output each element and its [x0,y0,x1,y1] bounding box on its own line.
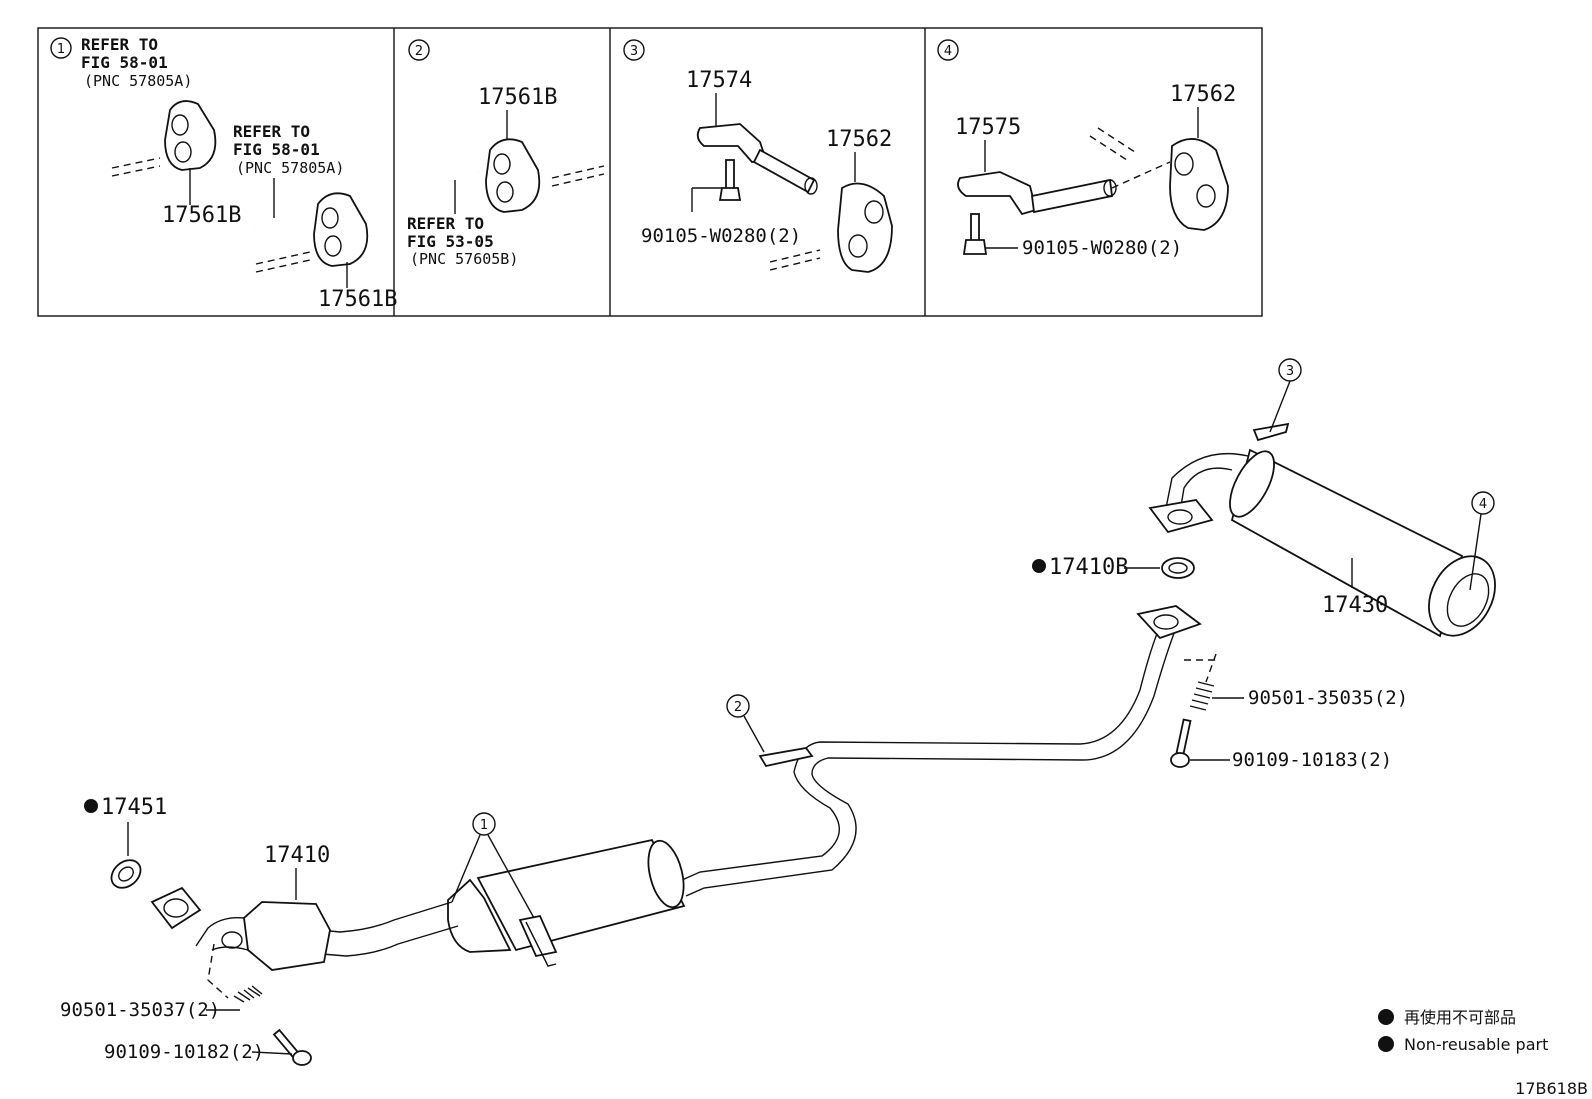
gasket-front-label: 17451 [101,795,167,820]
inset-2-ref-line2: FIG 53-05 [407,232,494,251]
inset-1-number: 1 [57,42,65,57]
inset-1-ref-b-line3: (PNC 57805A) [236,159,344,177]
inset-1-ref-a-line1: REFER TO [81,35,158,54]
legend-en: Non-reusable part [1404,1035,1548,1054]
rubber-hanger-d [837,182,893,273]
inset-2-part: 17561B [478,85,557,110]
inset-1: 1 REFER TO FIG 58-01 (PNC 57805A) 17561B… [50,35,397,312]
bolt-front-label: 90109-10182(2) [104,1041,264,1063]
spring-front [233,985,263,1003]
callout-4: 4 [1479,497,1487,512]
inset-3-number: 3 [630,44,638,59]
muffler-label: 17430 [1322,593,1388,618]
inset-4-bracket: 17575 [955,115,1021,140]
gasket-17451 [110,859,142,889]
rubber-hanger-c [485,138,541,213]
bolt-front [272,1028,312,1066]
rubber-hanger-b [313,192,369,267]
inset-3-hanger: 17562 [826,127,892,152]
gasket-rear-label: 17410B [1049,555,1128,580]
inset-1-ref-b-line2: FIG 58-01 [233,140,320,159]
inset-1-part-b: 17561B [318,287,397,312]
callout-1: 1 [480,818,488,833]
muffler-bracket-17574 [696,123,818,195]
inset-3-bracket: 17574 [686,68,752,93]
muffler-bracket-17575 [957,171,1117,216]
inset-1-ref-b-line1: REFER TO [233,122,310,141]
main-assembly: 3 4 17430 17410B 90501-35035(2) [60,358,1496,1066]
front-pipe-label: 17410 [264,843,330,868]
inset-4-hanger: 17562 [1170,82,1236,107]
center-muffler [447,838,686,967]
tail-pipe-17410 [681,605,1202,897]
inset-4-number: 4 [944,44,952,59]
legend-jp: 再使用不可部品 [1404,1008,1516,1027]
inset-3-bolt: 90105-W0280(2) [641,225,801,247]
front-pipe-17410 [150,886,459,971]
bolt-rear [1170,718,1192,768]
gasket-17410b [1161,557,1195,579]
spring-rear-label: 90501-35035(2) [1248,687,1408,709]
inset-2: 2 17561B REFER TO FIG 53-05 (PNC 57605B) [407,39,605,268]
inset-4-bolt: 90105-W0280(2) [1022,237,1182,259]
inset-1-part-a: 17561B [162,203,241,228]
inset-2-number: 2 [415,44,423,59]
rubber-hanger-e [1169,138,1229,231]
spring-front-label: 90501-35037(2) [60,999,220,1021]
callout-2: 2 [734,700,742,715]
non-reusable-marker-rear [1032,559,1046,573]
callout-3: 3 [1286,364,1294,379]
inset-2-ref-line1: REFER TO [407,214,484,233]
inset-2-ref-line3: (PNC 57605B) [410,250,518,268]
spring-rear [1189,681,1215,711]
inset-3: 3 17574 90105-W0280(2) 17562 [623,39,893,273]
muffler-17430 [1148,422,1496,638]
bolt-rear-label: 90109-10183(2) [1232,749,1392,771]
figure-id: 17B618B [1515,1079,1588,1098]
legend: 再使用不可部品 Non-reusable part [1378,1008,1548,1054]
non-reusable-marker-front [84,799,98,813]
inset-1-ref-a-line3: (PNC 57805A) [84,72,192,90]
inset-1-ref-a-line2: FIG 58-01 [81,53,168,72]
bolt-inset-4 [962,213,988,255]
inset-frames [37,27,1263,317]
rubber-hanger-a [164,100,217,171]
bolt-inset-3 [718,159,742,201]
inset-4: 4 17562 17575 90105-W0280(2) [937,39,1236,259]
